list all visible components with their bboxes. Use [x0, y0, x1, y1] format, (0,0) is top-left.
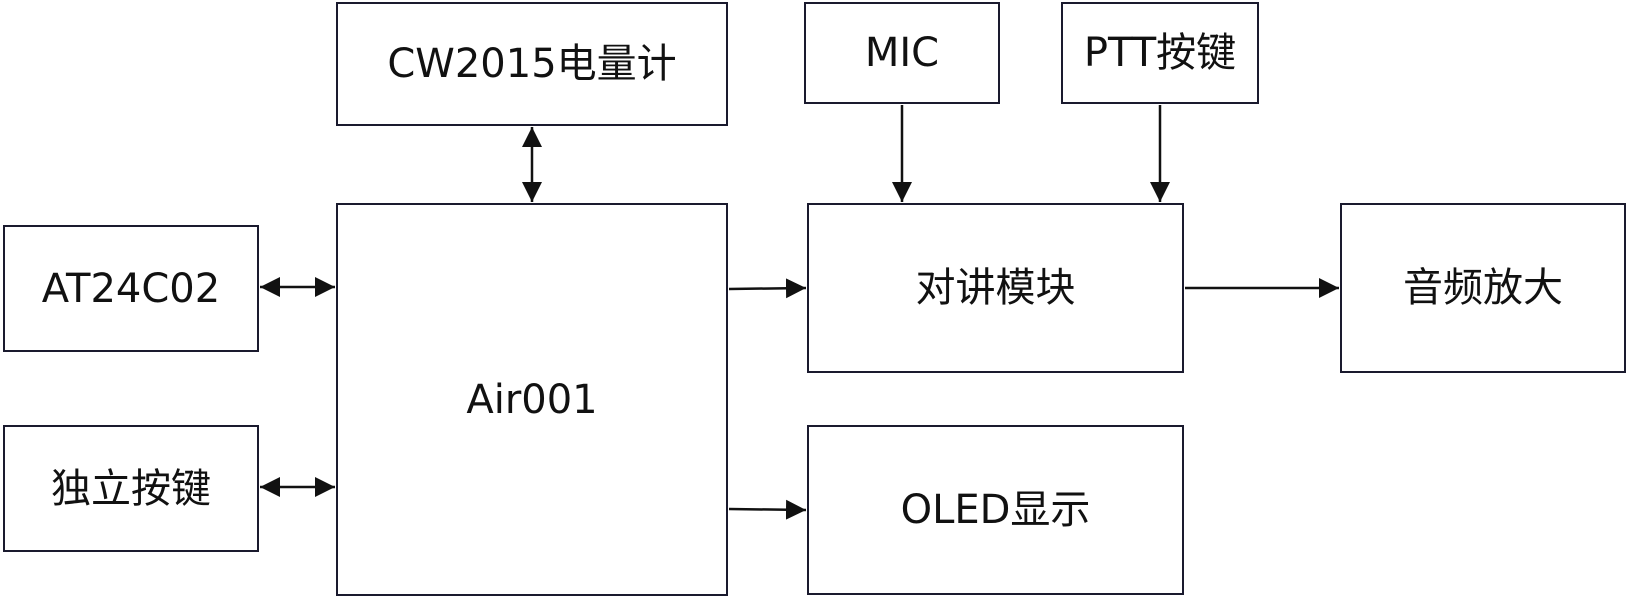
- block-label: OLED显示: [900, 487, 1091, 533]
- block-talk-module: 对讲模块: [807, 203, 1184, 373]
- block-label: Air001: [466, 376, 598, 423]
- arrow-air001-talk: [728, 278, 807, 299]
- block-label: CW2015电量计: [387, 41, 677, 87]
- block-air001: Air001: [336, 203, 728, 596]
- block-label: 独立按键: [51, 465, 211, 512]
- block-audio-amp: 音频放大: [1340, 203, 1626, 373]
- block-ptt-key: PTT按键: [1061, 2, 1259, 104]
- arrow-air001-oled: [728, 499, 807, 520]
- block-label: AT24C02: [41, 265, 221, 312]
- block-cw2015: CW2015电量计: [336, 2, 728, 126]
- block-label: 音频放大: [1403, 265, 1563, 311]
- block-at24c02: AT24C02: [3, 225, 259, 352]
- block-label: MIC: [864, 30, 940, 76]
- block-label: 对讲模块: [915, 265, 1076, 311]
- block-label: PTT按键: [1083, 30, 1237, 76]
- block-mic: MIC: [804, 2, 1000, 104]
- block-oled: OLED显示: [807, 425, 1184, 595]
- block-key: 独立按键: [3, 425, 259, 552]
